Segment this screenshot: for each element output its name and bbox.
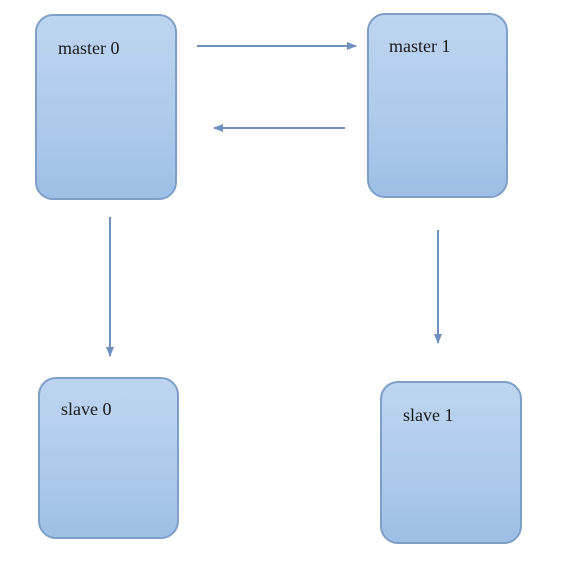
- slave-0-label: slave 0: [61, 399, 112, 419]
- master-0-label: master 0: [58, 38, 120, 58]
- master-0-node: master 0: [35, 14, 177, 200]
- master-1-node: master 1: [367, 13, 508, 198]
- slave-1-label: slave 1: [403, 405, 454, 425]
- slave-0-node: slave 0: [38, 377, 179, 539]
- master-1-label: master 1: [389, 36, 451, 56]
- slave-1-node: slave 1: [380, 381, 522, 544]
